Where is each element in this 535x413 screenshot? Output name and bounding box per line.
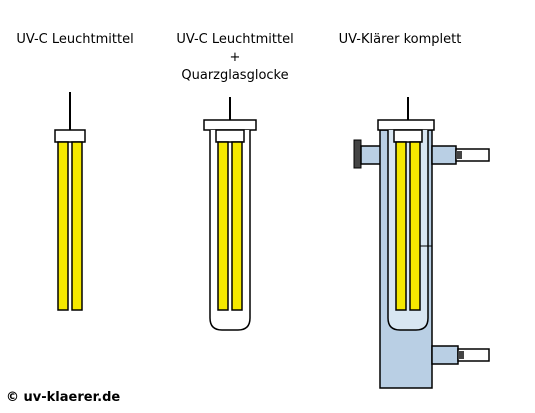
lamp-tube-left (57, 141, 69, 311)
clarifier-lamp-tube-left (395, 141, 407, 311)
uv-clarifier-figure (353, 97, 490, 389)
outlet-bottom-clamp (458, 351, 464, 359)
outlet-port-bottom (431, 345, 459, 365)
sleeve-lamp-cap (215, 129, 245, 143)
label-uvc-lamp: UV-C Leuchtmittel (16, 32, 134, 47)
label-line-3: Quarzglasglocke (181, 68, 289, 83)
sleeve-flange (203, 119, 257, 131)
inlet-port (360, 145, 382, 165)
lamp-tube-right (71, 141, 83, 311)
label-line-2: + (229, 50, 241, 65)
outlet-top-clamp (456, 151, 462, 159)
copyright-notice: © uv-klaerer.de (6, 390, 121, 405)
sleeve-lamp-tube-left (217, 141, 229, 311)
sleeve-lamp-tube-right (231, 141, 243, 311)
quartz-sleeve (209, 130, 251, 331)
clarifier-flange (377, 119, 435, 131)
inlet-flange-cap (353, 139, 362, 169)
label-line-1: UV-C Leuchtmittel (176, 32, 294, 47)
lamp-cap (54, 129, 86, 143)
clarifier-lamp-cap (393, 129, 423, 143)
outlet-port-top (431, 145, 457, 165)
label-uv-clarifier-complete: UV-Klärer komplett (338, 32, 462, 47)
clarifier-lamp-tube-right (409, 141, 421, 311)
uvc-lamp-figure (54, 92, 86, 311)
lamp-with-sleeve-figure (203, 97, 257, 331)
label-lamp-with-quartz-sleeve: UV-C Leuchtmittel + Quarzglasglocke (160, 31, 310, 85)
clarifier-quartz-sleeve (387, 130, 429, 331)
